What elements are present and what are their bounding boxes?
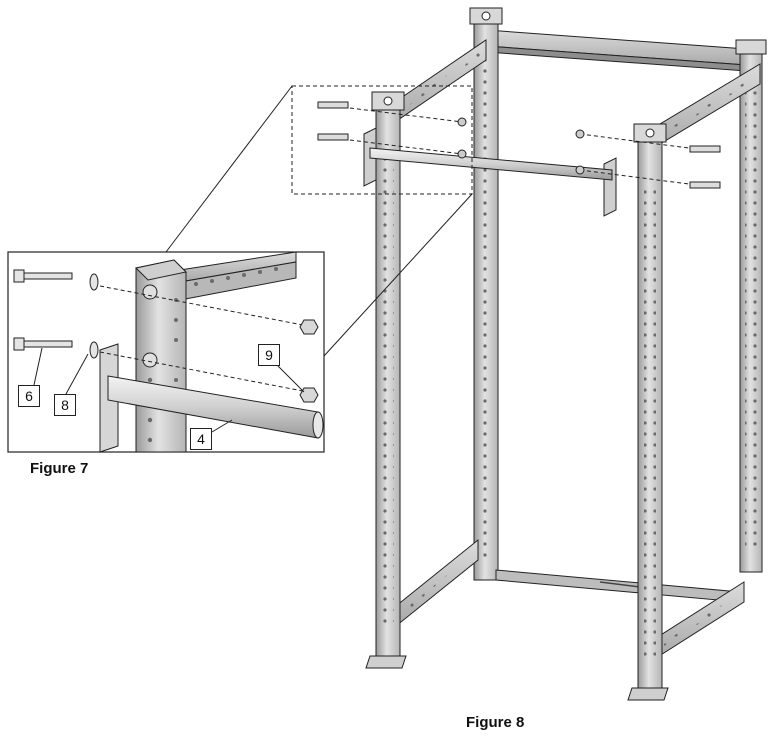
rear-left-upright <box>469 7 503 581</box>
detail-focus-box <box>291 85 473 195</box>
hardware-bolts-main <box>317 101 721 189</box>
detail-leader-lines <box>165 85 473 357</box>
detail-upright <box>134 259 188 453</box>
callout-pullup-bar-number: 4 <box>190 428 212 450</box>
detail-bolts <box>13 269 73 351</box>
rear-right-upright <box>735 39 767 573</box>
callout-washer-number: 8 <box>54 394 76 416</box>
detail-guide-lines <box>99 285 309 393</box>
hardware-guide-lines <box>349 107 721 189</box>
rear-bottom-crossmember <box>495 569 741 603</box>
front-right-upright <box>627 123 669 701</box>
rear-top-crossmember <box>485 29 761 73</box>
figure-7-caption: Figure 7 <box>30 460 89 477</box>
figure-8-caption: Figure 8 <box>466 714 525 731</box>
front-left-upright <box>365 91 407 669</box>
detail-washers <box>89 273 99 359</box>
left-bottom-crossmember <box>395 538 479 628</box>
detail-pullup-bar <box>107 375 324 439</box>
power-rack <box>317 7 767 701</box>
callout-nut-number: 9 <box>258 344 280 366</box>
detail-nuts <box>299 319 319 403</box>
callout-bolt-number: 6 <box>18 385 40 407</box>
callout-leaders <box>33 347 305 433</box>
